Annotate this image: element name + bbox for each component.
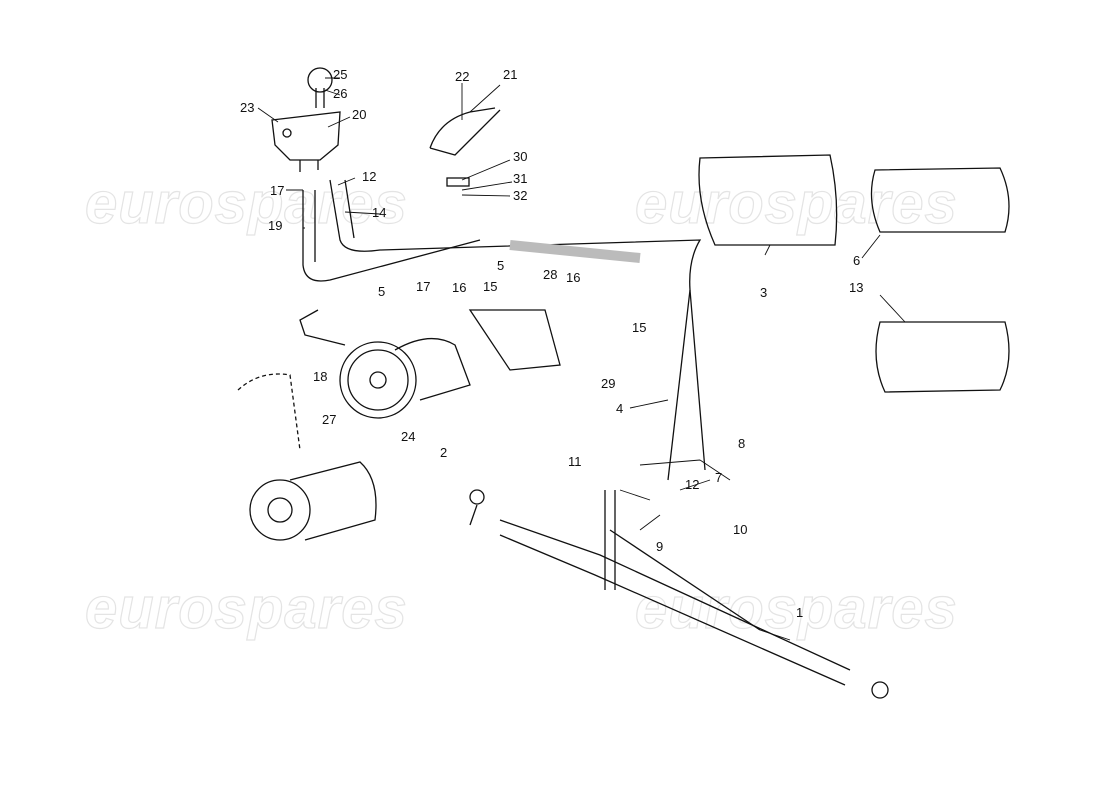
callout-5: 5 [378,284,386,299]
callout-29: 29 [601,376,616,391]
watermark: eurospares [84,575,408,641]
callout-20: 20 [352,107,367,122]
callout-28: 28 [543,267,558,282]
callout-5: 5 [497,258,505,273]
callout-23: 23 [240,100,255,115]
plate [446,177,470,187]
callout-24: 24 [401,429,416,444]
callout-15: 15 [632,320,647,335]
callout-16: 16 [452,280,467,295]
callout-17: 17 [416,279,431,294]
callout-18: 18 [313,369,328,384]
callout-6: 6 [853,253,861,268]
steering-rack [469,489,889,699]
compressor [249,461,377,541]
callout-4: 4 [616,401,624,416]
callout-27: 27 [322,412,337,427]
callout-10: 10 [733,522,748,537]
callout-30: 30 [513,149,528,164]
power-steering-pump [339,309,561,419]
watermark: eurospares [634,170,958,236]
callout-12: 12 [685,477,700,492]
bracket [429,107,501,156]
callout-2: 2 [440,445,448,460]
callout-16: 16 [566,270,581,285]
callout-15: 15 [483,279,498,294]
callout-11: 11 [568,454,582,469]
hoses [299,179,706,481]
callout-7: 7 [715,470,723,485]
callout-26: 26 [333,86,348,101]
callout-31: 31 [513,171,528,186]
seal-kit-bags [698,154,1010,393]
fluid-reservoir [271,67,341,172]
callout-25: 25 [333,67,348,82]
callout-19: 19 [268,218,283,233]
callout-9: 9 [656,539,664,554]
callout-21: 21 [503,67,518,82]
callout-8: 8 [738,436,746,451]
drive-belt [237,373,301,451]
callout-22: 22 [455,69,470,84]
leader-lines [257,77,906,641]
callout-1: 1 [796,605,804,620]
callout-14: 14 [372,205,387,220]
callout-13: 13 [849,280,864,295]
watermark: eurospares [84,170,408,236]
callout-3: 3 [760,285,768,300]
callout-12: 12 [362,169,377,184]
watermark: eurospares [634,575,958,641]
callout-32: 32 [513,188,528,203]
callout-17: 17 [270,183,285,198]
